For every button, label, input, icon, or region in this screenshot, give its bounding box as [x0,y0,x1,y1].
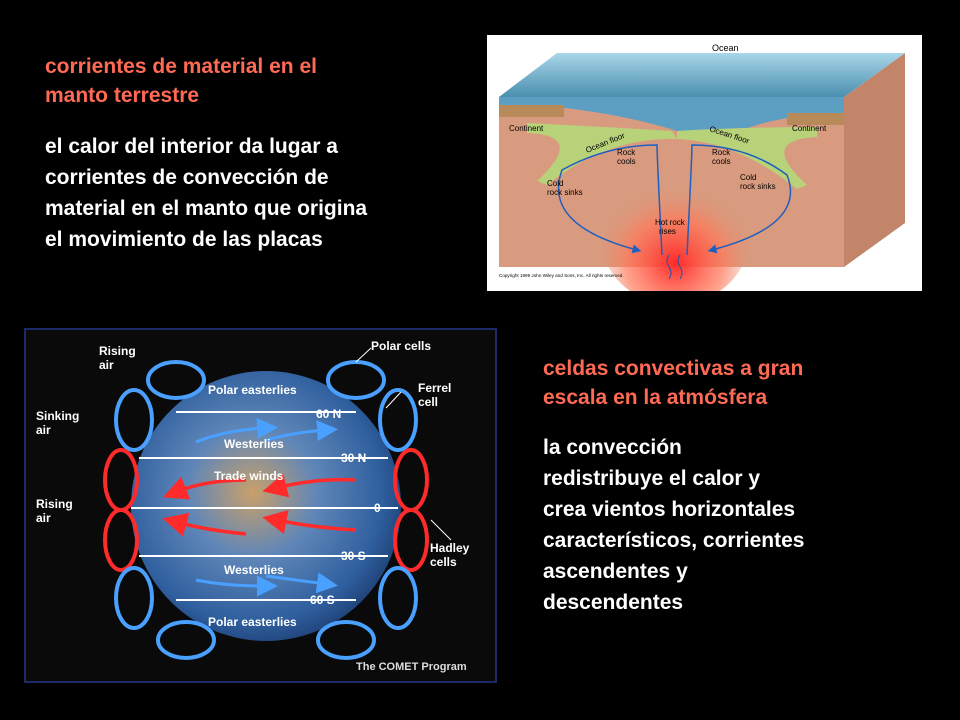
wind-arrow-westerly [195,417,278,444]
atmosphere-description: la convección redistribuye el calor y cr… [543,432,943,618]
label-latitude-60s: 60 S [310,593,335,607]
label-rising-air-mid: Rising [36,497,73,511]
label-hadley-cells: cells [430,555,457,569]
hadley-cell-loop [393,448,429,512]
label-latitude-60n: 60 N [316,407,341,421]
ferrel-cell-loop [378,566,418,630]
label-rock-cools-left: Rock [617,148,636,157]
wind-arrow-westerly [265,572,338,594]
mantle-description-line: el movimiento de las placas [45,228,323,251]
heat-wave-right [677,254,683,280]
label-rising-air-mid: air [36,511,51,525]
label-sinking-air: Sinking [36,409,79,423]
label-sinking-air: air [36,423,51,437]
label-ferrel-cell: cell [418,395,438,409]
label-latitude-30s: 30 S [341,549,366,563]
atmosphere-description-line: ascendentes y [543,560,688,583]
label-rising-air-top: Rising [99,344,136,358]
hot-rock-zone [600,165,750,291]
globe-diagram-svg: Polar cells Rising air Sinking air Risin… [36,339,470,673]
label-continent-left: Continent [509,124,544,133]
label-hadley-cells: Hadley [430,541,470,555]
label-westerlies-north: Westerlies [224,437,284,451]
wind-arrow-trade [163,476,247,500]
mantle-title-line: manto terrestre [45,84,200,107]
atmosphere-title-line: celdas convectivas a gran [543,357,804,380]
mantle-convection-figure: Ocean Continent Continent Ocean floor Oc… [487,35,922,291]
label-ferrel-cell: Ferrel [418,381,451,395]
wind-arrow-westerly [265,420,338,442]
ferrel-cell-loop [114,388,154,452]
label-rock-cools-left: cools [617,157,636,166]
label-polar-easterlies-north: Polar easterlies [208,383,297,397]
label-hot-rock-rises: Hot rock [655,218,686,227]
label-cold-sinks-right: Cold [740,173,756,182]
polar-cell-loop [316,620,376,660]
atmosphere-title-line: escala en la atmósfera [543,386,768,409]
mantle-description-line: material en el manto que origina [45,197,368,220]
label-ocean: Ocean [712,43,739,53]
pointer-polar-cells [355,347,372,363]
ferrel-cell-loop [114,566,154,630]
label-rising-air-top: air [99,358,114,372]
atmosphere-description-line: característicos, corrientes [543,529,805,552]
atmosphere-title: celdas convectivas a gran escala en la a… [543,354,943,412]
label-latitude-30n: 30 N [341,451,366,465]
label-comet-program: The COMET Program [356,661,467,673]
atmosphere-description-line: descendentes [543,591,684,614]
wind-arrow-trade [262,473,357,498]
ocean-floor-left-layer [527,123,677,185]
atmosphere-description-line: crea vientos horizontales [543,498,796,521]
pointer-hadley-cells [430,519,452,541]
label-rock-cools-right: Rock [712,148,731,157]
polar-cell-loop [146,360,206,400]
polar-cell-loop [156,620,216,660]
label-cold-sinks-left: rock sinks [547,188,583,197]
wind-arrow-trade [162,512,247,537]
hadley-cell-loop [103,448,139,512]
label-westerlies-south: Westerlies [224,563,284,577]
pointer-ferrel-cell [385,391,402,409]
wind-arrow-westerly [195,575,278,597]
hadley-cell-loop [103,508,139,572]
label-polar-easterlies-south: Polar easterlies [208,615,297,629]
mantle-description: el calor del interior da lugar a corrien… [45,131,475,255]
heat-wave-left [666,254,672,280]
convection-arrow-right [686,144,792,256]
ocean-surface [499,53,905,97]
atmosphere-description-line: la convección [543,436,682,459]
polar-cell-loop [326,360,386,400]
label-latitude-0: 0 [374,501,381,515]
label-continent-right: Continent [792,124,827,133]
label-rock-cools-right: cools [712,157,731,166]
ferrel-cell-loop [378,388,418,452]
continent-left-crust [499,105,564,117]
mantle-diagram-svg: Ocean Continent Continent Ocean floor Oc… [499,43,905,291]
label-trade-winds: Trade winds [214,469,284,483]
label-hot-rock-rises: rises [659,227,676,236]
atmosphere-description-line: redistribuye el calor y [543,467,761,490]
hadley-cell-loop [393,508,429,572]
mantle-block-side [844,53,905,267]
ocean-water-front [499,97,844,131]
wind-arrow-trade [262,510,357,535]
ocean-floor-right-layer [677,127,817,189]
label-polar-cells: Polar cells [371,339,431,353]
mantle-description-line: corrientes de convección de [45,166,329,189]
mantle-description-line: el calor del interior da lugar a [45,135,338,158]
mantle-copyright: Copyright 1999 John Wiley and Sons, Inc.… [499,273,624,278]
mantle-title-line: corrientes de material en el [45,55,317,78]
label-cold-sinks-right: rock sinks [740,182,776,191]
mantle-title: corrientes de material en el manto terre… [45,52,465,110]
label-cold-sinks-left: Cold [547,179,563,188]
continent-right-crust [787,113,844,125]
global-circulation-figure: Polar cells Rising air Sinking air Risin… [26,330,495,681]
convection-arrow-left [557,144,663,256]
